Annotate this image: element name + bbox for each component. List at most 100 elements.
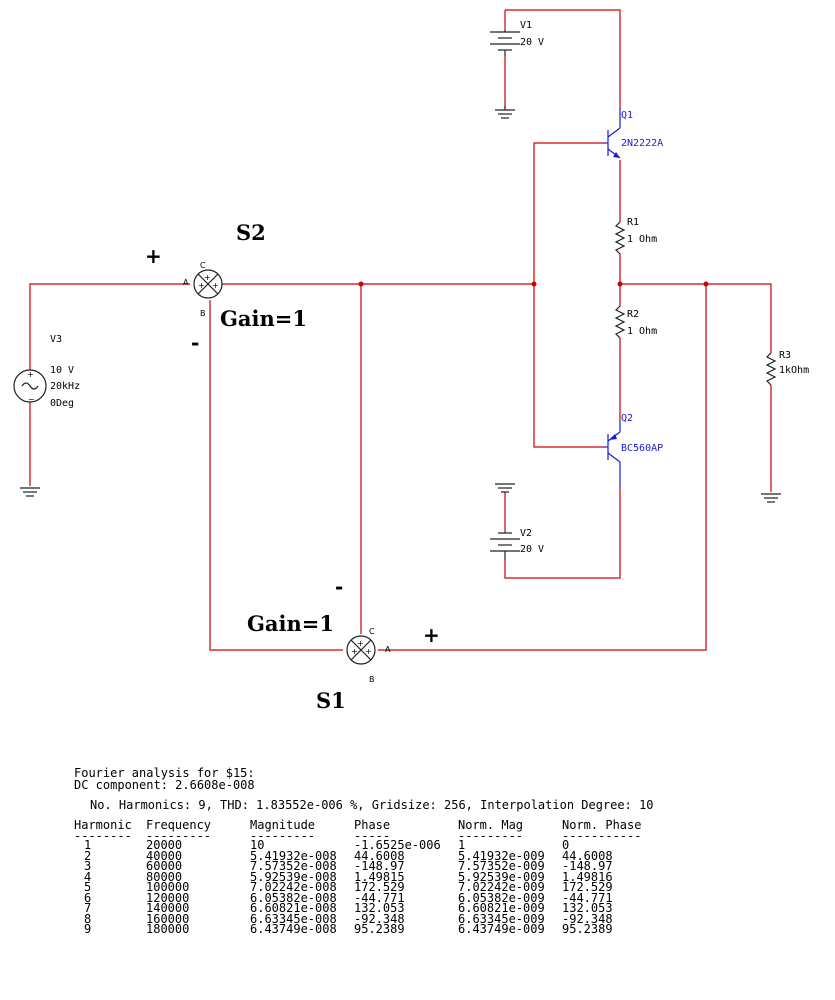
table-cell: 2: [84, 848, 92, 863]
table-cell: -44.771: [354, 890, 405, 905]
table-cell: 6.43749e-008: [250, 922, 337, 936]
wire-output-bus: [620, 283, 772, 353]
table-cell: 8: [84, 911, 92, 926]
divider: ---------: [146, 832, 212, 840]
fourier-table: Harmonic Frequency Magnitude Phase Norm.…: [74, 819, 666, 935]
r3-value: 1kOhm: [779, 365, 809, 376]
wire-out-s1: [378, 284, 707, 651]
summer-s1[interactable]: + + + A C B S1 Gain=1 + -: [247, 575, 440, 713]
v3-frequency: 20kHz: [50, 381, 80, 392]
table-cell: 20000: [146, 838, 183, 852]
svg-text:−: −: [28, 395, 35, 404]
table-cell: 0: [562, 838, 570, 852]
v1-name: V1: [520, 20, 532, 31]
table-cell: 180000: [146, 922, 190, 936]
table-cell: 5.41932e-009: [458, 848, 545, 863]
table-cell: 6: [84, 890, 92, 905]
ground-icon: [495, 483, 515, 493]
wires: [29, 9, 772, 651]
table-cell: 7.02242e-008: [250, 880, 337, 894]
q1-name: Q1: [621, 110, 633, 121]
table-cell: 7.57352e-008: [250, 859, 337, 873]
junction-dot: [358, 281, 364, 287]
table-cell: 1: [458, 838, 466, 852]
table-cell: -1.6525e-006: [354, 838, 441, 852]
table-cell: 6.63345e-008: [250, 911, 337, 926]
table-cell: -148.97: [354, 859, 405, 873]
table-cell: 9: [84, 922, 92, 936]
divider: -----------: [562, 832, 642, 840]
fourier-title: Fourier analysis for $15:: [74, 766, 255, 780]
svg-text:+: +: [351, 647, 358, 656]
table-cell: 44.6008: [354, 848, 405, 863]
s2-minus-sign: -: [191, 331, 199, 355]
resistor-r3[interactable]: R3 1kOhm: [765, 350, 809, 386]
junction-dot: [703, 281, 709, 287]
resistor-r2[interactable]: R2 1 Ohm: [614, 305, 657, 339]
table-cell: 95.2389: [562, 922, 613, 936]
divider: ---------: [250, 832, 316, 840]
svg-text:+: +: [204, 273, 211, 282]
table-cell: 5: [84, 880, 92, 894]
svg-text:+: +: [357, 639, 364, 648]
table-cell: 5.92539e-008: [250, 869, 337, 884]
table-cell: -92.348: [562, 911, 613, 926]
table-cell: 5.41932e-008: [250, 848, 337, 863]
ground-icon: [20, 487, 40, 497]
junction-dot: [617, 281, 623, 287]
ac-source-v3[interactable]: + − V3 10 V 20kHz 0Deg: [13, 334, 80, 409]
transistor-q2[interactable]: Q2 BC560AP: [603, 413, 663, 488]
wire-q2-v2: [504, 488, 621, 579]
table-cell: 7.02242e-009: [458, 880, 545, 894]
v2-value: 20 V: [520, 544, 544, 555]
circuit-schematic: V1 20 V Q1 2N2222A R1 1 Ohm R2 1 Ohm R3 …: [13, 9, 809, 713]
table-cell: 4: [84, 869, 92, 884]
table-cell: 6.05382e-009: [458, 890, 545, 905]
r3-name: R3: [779, 350, 791, 361]
table-cell: 6.05382e-008: [250, 890, 337, 905]
ground-icon: [495, 106, 515, 119]
table-cell: -44.771: [562, 890, 613, 905]
transistor-q1[interactable]: Q1 2N2222A: [603, 108, 663, 159]
table-cell: 1.49816: [562, 869, 613, 884]
v3-name: V3: [50, 334, 62, 345]
svg-text:+: +: [198, 281, 205, 290]
table-cell: 95.2389: [354, 922, 405, 936]
summer-s2[interactable]: + + + A C B S2 Gain=1 + -: [145, 220, 307, 355]
junction-dot: [531, 281, 537, 287]
v2-name: V2: [520, 528, 532, 539]
fourier-params: No. Harmonics: 9, THD: 1.83552e-006 %, G…: [90, 798, 654, 812]
battery-v1[interactable]: V1 20 V: [490, 20, 544, 56]
wire-base-q1: [533, 142, 603, 284]
divider: --------: [74, 832, 132, 840]
column-header: Phase: [354, 818, 391, 832]
divider: ---------: [458, 832, 524, 840]
table-cell: 172.529: [562, 880, 613, 894]
table-cell: 7: [84, 901, 92, 915]
table-cell: 6.60821e-008: [250, 901, 337, 915]
q1-model: 2N2222A: [621, 138, 663, 149]
table-cell: -92.348: [354, 911, 405, 926]
table-cell: 10: [250, 838, 265, 852]
resistor-r1[interactable]: R1 1 Ohm: [614, 217, 657, 255]
table-cell: 5.92539e-009: [458, 869, 545, 884]
battery-v2[interactable]: V2 20 V: [490, 528, 544, 560]
v3-phase: 0Deg: [50, 398, 74, 409]
svg-text:+: +: [365, 647, 372, 656]
divider: -----: [354, 832, 391, 840]
r2-value: 1 Ohm: [627, 326, 657, 337]
table-cell: 6.43749e-009: [458, 922, 545, 936]
q2-model: BC560AP: [621, 443, 663, 454]
wire-v1-top: [505, 9, 621, 108]
column-header: Norm. Phase: [562, 818, 642, 832]
s2-pin-c: C: [200, 261, 206, 270]
table-cell: 7.57352e-009: [458, 859, 545, 873]
s2-gain: Gain=1: [220, 306, 307, 331]
r1-value: 1 Ohm: [627, 234, 657, 245]
q2-name: Q2: [621, 413, 633, 424]
